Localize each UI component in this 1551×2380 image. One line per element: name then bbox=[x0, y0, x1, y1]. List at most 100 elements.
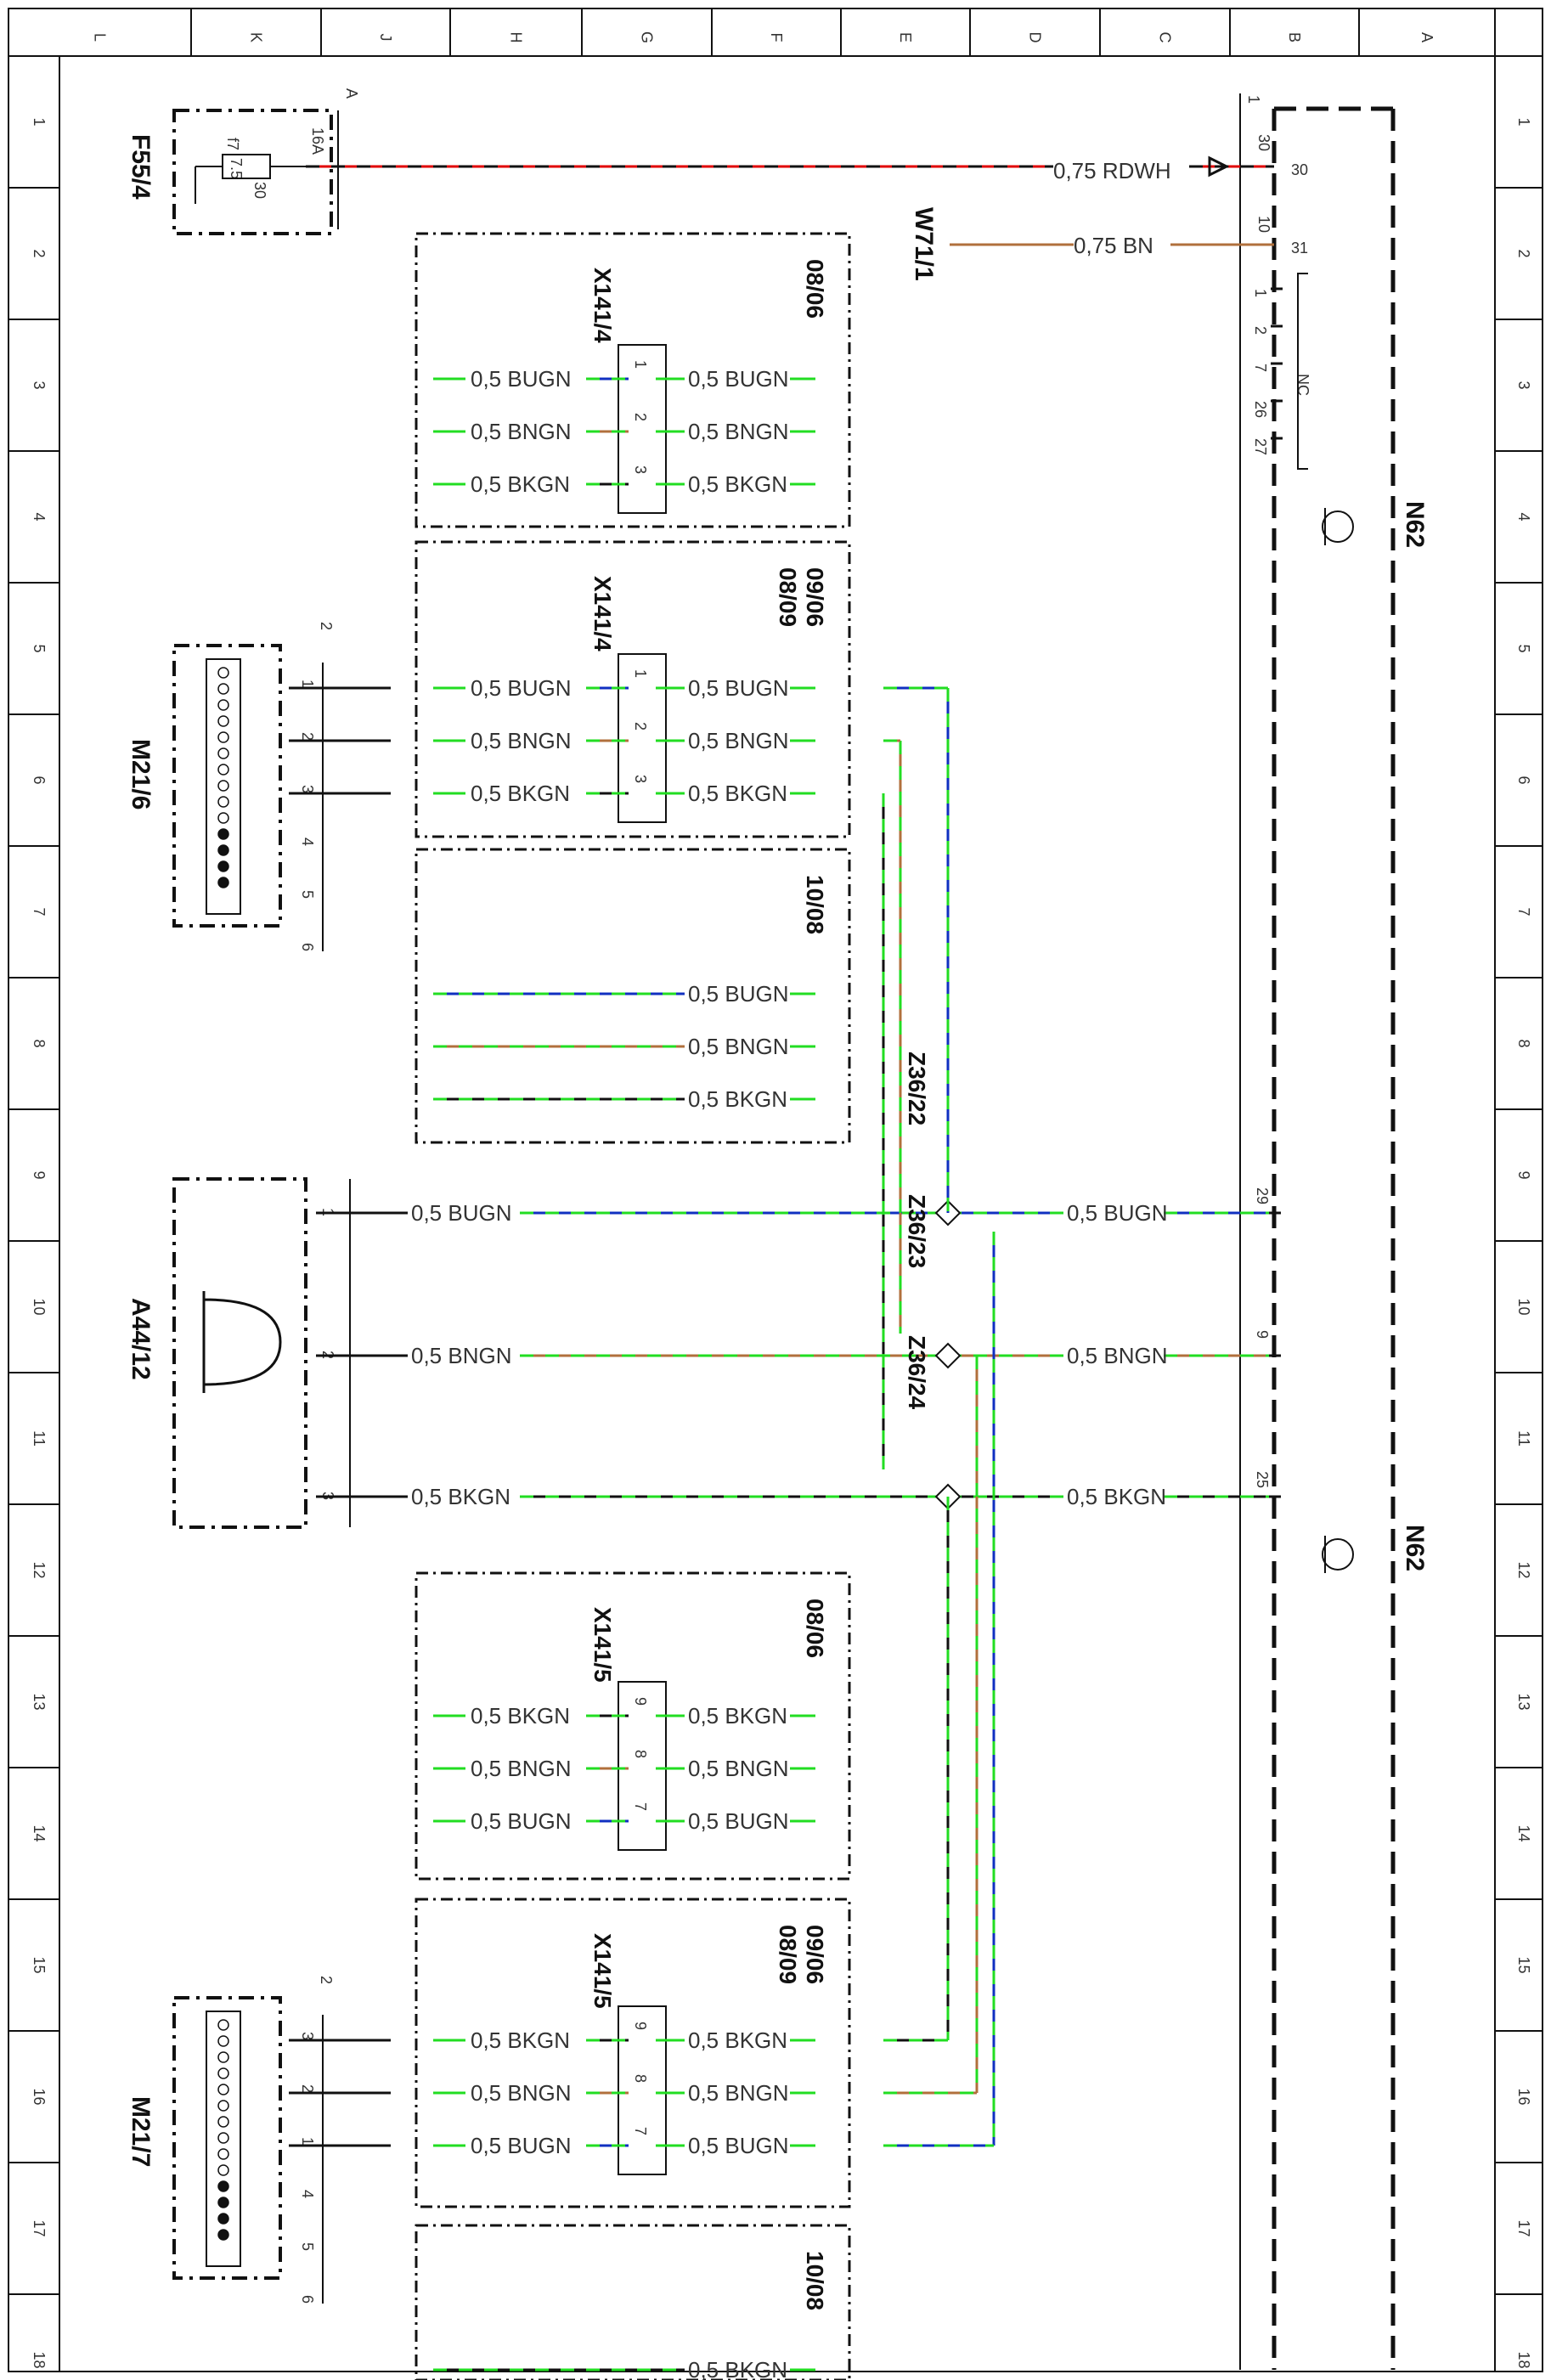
wire-label: 0,5 BNGN bbox=[688, 1034, 789, 1059]
row-number-left: 17 bbox=[31, 2219, 48, 2236]
row-number-right: 3 bbox=[1515, 381, 1532, 389]
n62-pin-group: 1 bbox=[1245, 95, 1262, 104]
m21-7-pin-dot bbox=[217, 2116, 229, 2128]
column-letter: D bbox=[1027, 32, 1044, 43]
m21-7-pin-number: 6 bbox=[299, 2295, 316, 2304]
f55-rating: 16A bbox=[309, 127, 326, 155]
m21-7-pin-dot bbox=[217, 2213, 229, 2225]
variant-block bbox=[415, 1571, 851, 1881]
wire-label: 0,5 BKGN bbox=[471, 471, 570, 497]
row-number-left: 12 bbox=[31, 1561, 48, 1578]
row-number-left: 5 bbox=[31, 644, 48, 652]
m21-6-pin-number: 3 bbox=[299, 785, 316, 793]
nc-pin-number: 2 bbox=[1252, 326, 1269, 335]
connector-body bbox=[618, 344, 667, 514]
m21-7-pin-dot bbox=[217, 2197, 229, 2208]
row-number-right: 10 bbox=[1515, 1298, 1532, 1315]
variant-block bbox=[415, 540, 851, 838]
row-number-left: 8 bbox=[31, 1039, 48, 1047]
wire-label-rdwh: 0,75 RDWH bbox=[1053, 158, 1171, 183]
row-number-right: 13 bbox=[1515, 1693, 1532, 1710]
m21-6-count: 2 bbox=[318, 622, 335, 630]
row-number-left: 16 bbox=[31, 2088, 48, 2105]
m21-6-plug bbox=[206, 658, 241, 915]
connector-pin-number: 7 bbox=[632, 1802, 649, 1811]
m21-7-pin-dot bbox=[217, 2132, 229, 2144]
column-letter: A bbox=[1418, 32, 1435, 42]
wire-label: 0,5 BKGN bbox=[471, 781, 570, 806]
connector-pin-number: 3 bbox=[632, 775, 649, 783]
wire-label: 0,5 BKGN bbox=[688, 471, 787, 497]
connector-body bbox=[618, 1681, 667, 1851]
m21-7-pin-dot bbox=[217, 2164, 229, 2176]
wire-label: 0,5 BKGN bbox=[471, 2028, 570, 2053]
connector-pin-number: 1 bbox=[632, 360, 649, 369]
nc-pin-number: 27 bbox=[1252, 438, 1269, 455]
wire-label: 0,5 BNGN bbox=[688, 1756, 789, 1781]
wire-label: 0,5 BKGN bbox=[1067, 1484, 1166, 1509]
wire-label: 0,5 BNGN bbox=[688, 2080, 789, 2106]
connector-pin-number: 9 bbox=[632, 2022, 649, 2030]
diagram-body bbox=[1239, 93, 1396, 2370]
n62-term-31: 31 bbox=[1291, 240, 1308, 257]
n62-term-30: 30 bbox=[1291, 161, 1308, 178]
wire-label: 0,5 BUGN bbox=[688, 1808, 789, 1834]
transistor-icon bbox=[1322, 510, 1354, 543]
connector-pin-number: 2 bbox=[632, 722, 649, 730]
m21-7-pin-number: 2 bbox=[299, 2084, 316, 2093]
m21-6-pin-number: 1 bbox=[299, 680, 316, 688]
row-number-right: 5 bbox=[1515, 644, 1532, 652]
wire-label: 0,5 BUGN bbox=[411, 1200, 512, 1226]
m21-6-pin-dot bbox=[217, 828, 229, 840]
m21-6-pin-dot bbox=[217, 667, 229, 679]
m21-7-pin-dot bbox=[217, 2035, 229, 2047]
wire-label: 0,5 BKGN bbox=[688, 781, 787, 806]
variant-date: 09/06 bbox=[802, 1925, 828, 1984]
column-letter: H bbox=[508, 32, 525, 43]
a44-box bbox=[172, 1177, 307, 1529]
m21-7-pin-dot bbox=[217, 2180, 229, 2192]
wire-label: 0,5 BNGN bbox=[471, 2080, 572, 2106]
row-number-left: 4 bbox=[31, 512, 48, 521]
connector-label: X141/5 bbox=[589, 1933, 616, 2009]
m21-7-pin-dot bbox=[217, 2084, 229, 2095]
transistor-icon bbox=[1322, 1538, 1354, 1571]
wire-label: 0,5 BUGN bbox=[688, 366, 789, 392]
row-number-left: 10 bbox=[31, 1298, 48, 1315]
fuse-id: f7 bbox=[224, 138, 241, 150]
m21-7-pin-number: 1 bbox=[299, 2137, 316, 2146]
wire-label-bn: 0,75 BN bbox=[1074, 233, 1153, 258]
column-letter: J bbox=[377, 34, 394, 42]
wire-label: 0,5 BKGN bbox=[471, 1703, 570, 1729]
wire-label: 0,5 BUGN bbox=[688, 675, 789, 701]
variant-block bbox=[415, 848, 851, 1144]
m21-6-pin-dot bbox=[217, 715, 229, 727]
variant-date: 08/06 bbox=[802, 1599, 828, 1658]
variant-date: 08/06 bbox=[802, 259, 828, 319]
horn-icon bbox=[202, 1291, 282, 1393]
connector-pin-number: 1 bbox=[632, 669, 649, 678]
column-letter: B bbox=[1286, 32, 1303, 42]
wire-label: 0,5 BUGN bbox=[471, 2133, 572, 2158]
m21-6-pin-dot bbox=[217, 683, 229, 695]
row-number-right: 17 bbox=[1515, 2219, 1532, 2236]
wire-label: 0,5 BNGN bbox=[411, 1343, 512, 1368]
m21-7-count: 2 bbox=[318, 1976, 335, 1984]
m21-6-pin-dot bbox=[217, 731, 229, 743]
connector-pin-number: 3 bbox=[632, 465, 649, 474]
column-letter: E bbox=[897, 32, 914, 42]
w71-label: W71/1 bbox=[910, 207, 938, 281]
variant-block bbox=[415, 2224, 851, 2380]
m21-6-pin-number: 2 bbox=[299, 732, 316, 741]
a44-label: A44/12 bbox=[127, 1298, 155, 1380]
variant-date: 10/08 bbox=[802, 875, 828, 934]
variant-date-2: 08/09 bbox=[775, 567, 801, 627]
splice-icon bbox=[934, 1342, 962, 1369]
row-number-right: 12 bbox=[1515, 1561, 1532, 1578]
wire-label: 0,5 BKGN bbox=[411, 1484, 510, 1509]
nc-pin-number: 7 bbox=[1252, 364, 1269, 372]
column-letter: F bbox=[768, 33, 785, 42]
m21-7-pin-dot bbox=[217, 2019, 229, 2031]
